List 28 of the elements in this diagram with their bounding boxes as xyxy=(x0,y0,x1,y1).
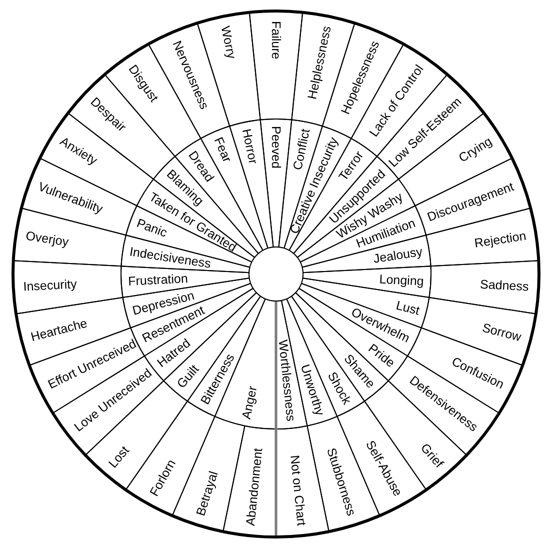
segment-label: Anger xyxy=(239,384,260,420)
segment-label: Frustration xyxy=(128,271,188,288)
wheel-segment xyxy=(248,10,304,120)
wheel-segment xyxy=(260,118,292,248)
segment-label: Rejection xyxy=(474,228,528,250)
segment-label: Fear xyxy=(211,135,234,164)
segment-label: Worry xyxy=(218,24,239,60)
segment-label: Abandonment xyxy=(243,448,266,526)
wheel-segment xyxy=(428,260,540,314)
segment-label: Peeved xyxy=(269,126,283,168)
segment-label: Conflict xyxy=(290,128,313,172)
hub-circle xyxy=(248,246,304,302)
wheel-segment xyxy=(276,425,330,538)
segment-label: Failure xyxy=(269,21,283,60)
wheel-segment xyxy=(222,425,276,538)
segment-label: Insecurity xyxy=(22,277,78,294)
segment-label: Longing xyxy=(379,272,424,288)
segment-label: Panic xyxy=(134,216,169,240)
segment-label: Sadness xyxy=(480,277,530,294)
segment-label: Worthlessness xyxy=(276,339,298,422)
segment-label: Sorrow xyxy=(480,320,523,344)
segment-label: Overjoy xyxy=(24,228,70,250)
wheel-segment xyxy=(302,266,432,298)
segment-label: Not on Chart xyxy=(287,454,309,526)
segment-label: Heartache xyxy=(29,316,89,344)
wheel-segment xyxy=(12,260,124,314)
segment-label: Jealousy xyxy=(372,244,424,266)
segment-label: Horror xyxy=(239,128,260,166)
